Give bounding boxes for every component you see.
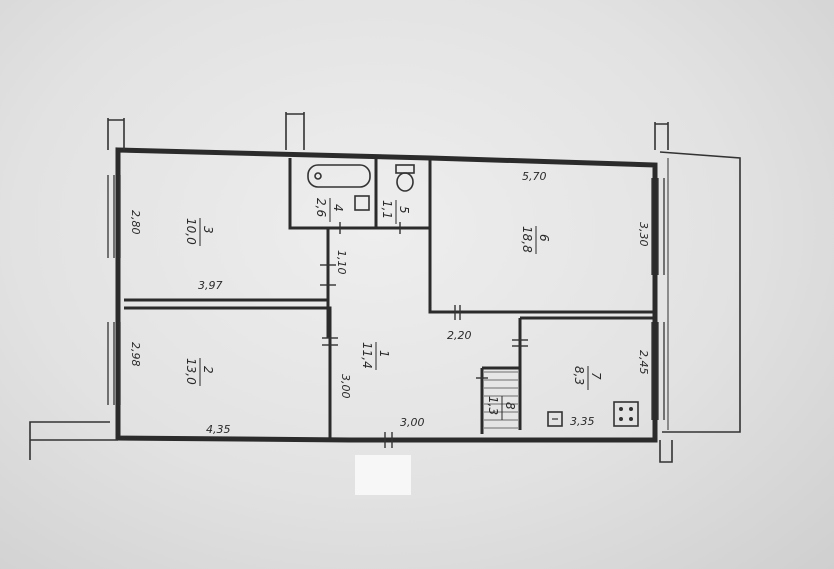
- room-7-area: 8,3: [572, 366, 586, 385]
- wall-stub-bottom-right: [659, 440, 673, 463]
- dim-300-bottom: 3,00: [400, 416, 425, 429]
- room-4-number: 4: [331, 204, 345, 212]
- dim-300-vertical: 3,00: [339, 374, 352, 399]
- dim-335: 3,35: [570, 415, 595, 428]
- wall-stub-top: [285, 112, 305, 150]
- dim-397: 3,97: [198, 279, 223, 292]
- stove-icon: [613, 401, 639, 427]
- dim-220: 2,20: [447, 329, 472, 342]
- dim-570: 5,70: [522, 170, 547, 183]
- dim-280: 2,80: [129, 210, 142, 235]
- room-4-area: 2,6: [314, 198, 328, 217]
- room-5-number: 5: [397, 206, 411, 214]
- room-3-area: 10,0: [184, 218, 198, 245]
- room-1-number: 1: [377, 350, 391, 358]
- room-1-area: 11,4: [360, 342, 374, 369]
- storage-hatch: [484, 371, 518, 429]
- room-7-number: 7: [589, 372, 603, 380]
- room-6-area: 18,8: [520, 226, 534, 253]
- window-left-bottom: [107, 322, 121, 405]
- room-6-number: 6: [537, 234, 551, 242]
- room-3-number: 3: [201, 226, 215, 234]
- blank-label-patch: [355, 455, 411, 495]
- window-right-bottom: [651, 322, 665, 420]
- wall-stub-right: [654, 122, 669, 150]
- dim-435: 4,35: [206, 423, 231, 436]
- toilet-icon: [395, 164, 415, 192]
- bathtub-icon: [307, 164, 371, 188]
- door-marks: [320, 222, 528, 448]
- interior-walls: [124, 158, 655, 438]
- kitchen-sink-icon: [547, 411, 563, 427]
- bath-sink-icon: [354, 195, 370, 211]
- exterior-wall: [115, 147, 658, 443]
- dim-245: 2,45: [637, 350, 650, 375]
- dim-298: 2,98: [129, 342, 142, 367]
- room-5-area: 1,1: [380, 200, 394, 219]
- room-8-number: 8: [503, 402, 517, 410]
- dim-330: 3,30: [637, 222, 650, 247]
- wall-stub-left: [107, 118, 125, 150]
- room-8-area: 1,3: [486, 396, 500, 415]
- dim-110: 1,10: [335, 250, 348, 275]
- wall-stub-bottom-left: [29, 421, 118, 460]
- room-2-number: 2: [201, 366, 215, 374]
- balcony-outline: [659, 151, 741, 433]
- room-2-area: 13,0: [184, 358, 198, 385]
- window-left-top: [107, 175, 121, 258]
- window-right-top: [651, 178, 665, 275]
